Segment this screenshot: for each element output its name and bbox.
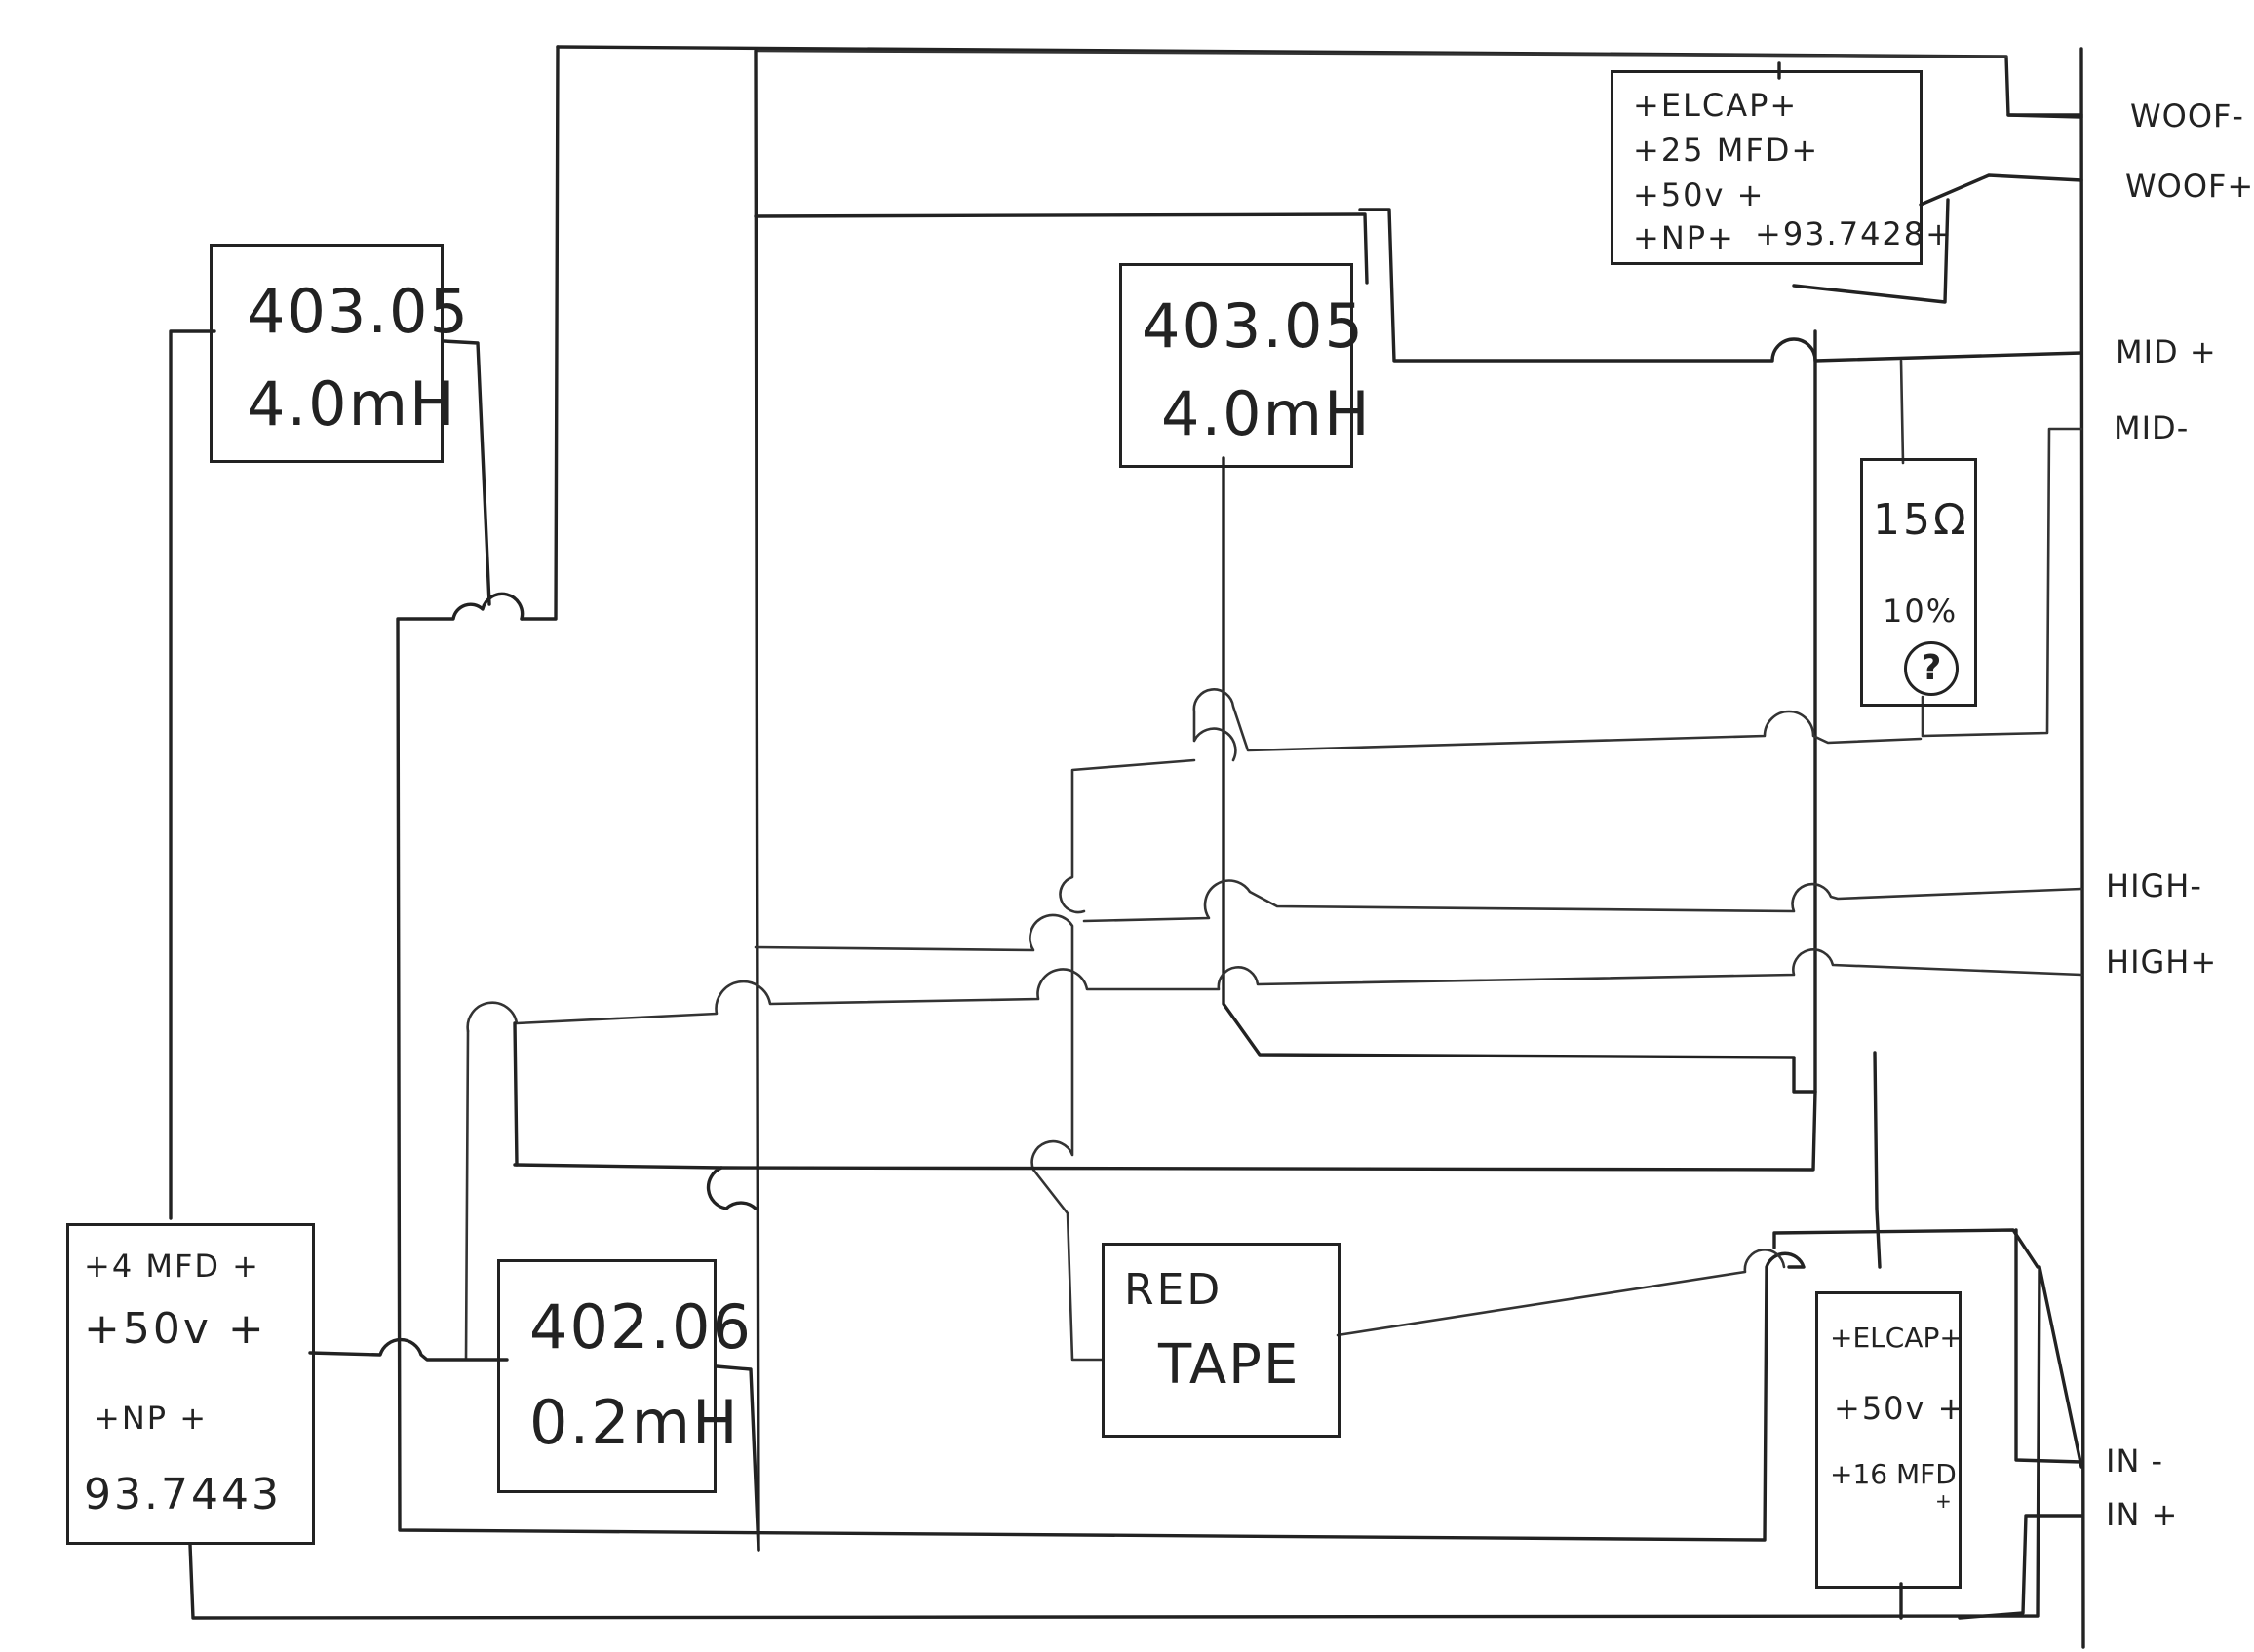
inductor-left-part: 403.05 [247,276,470,347]
capacitor-woofer-part: +93.7428+ [1755,215,1954,252]
inductor-center-part: 403.05 [1142,290,1365,362]
high-neg-wire [1059,758,1196,914]
capacitor-woofer-capacitance: +25 MFD+ [1633,132,1820,169]
terminal-in-neg: IN - [2106,1442,2164,1479]
capacitor-input-mark: + [1935,1489,1954,1513]
inductor-left: 403.05 4.0mH [210,244,468,463]
high-pos-wire [466,948,2083,1033]
terminal-in-pos: IN + [2106,1496,2179,1533]
resistor: 15Ω 10% ? [1860,458,1977,707]
red-tape-line2: TAPE [1158,1333,1301,1397]
capacitor-input-type: +ELCAP+ [1830,1322,1963,1354]
terminal-high-pos: HIGH+ [2106,943,2218,980]
capacitor-woofer: +ELCAP+ +25 MFD+ +50v + +NP+ +93.7428+ [1611,70,1952,265]
in-pos-wire [1958,1514,2083,1620]
woof-pos-wire [1919,173,2083,207]
center-left-vertical [754,49,760,1552]
middle-bus [513,1163,758,1210]
capacitor-left-voltage: +50v + [84,1304,267,1354]
capacitor-woofer-np: +NP+ [1633,219,1735,256]
capacitor-left-capacitance: +4 MFD + [84,1248,260,1285]
left-cap-to-inductor [308,1337,509,1362]
terminal-woof-pos: WOOF+ [2125,168,2254,205]
terminal-woof-neg: WOOF- [2130,97,2244,134]
capacitor-input-voltage: +50v + [1834,1390,1966,1427]
resistor-tolerance: 10% [1883,593,1959,630]
red-tape-line1: RED [1124,1265,1224,1315]
inductor-bottom-value: 0.2mH [529,1387,740,1458]
bottom-return [188,1265,2083,1620]
capacitor-woofer-voltage: +50v + [1633,176,1766,213]
left-inductor-right-lead [442,339,491,606]
terminal-high-neg: HIGH- [2106,867,2202,904]
question-mark-icon: ? [1904,641,1959,696]
resistor-value: 15Ω [1873,495,1969,545]
terminal-mid-neg: MID- [2114,409,2190,446]
inductor-bottom: 402.06 0.2mH [497,1259,751,1493]
capacitor-input-capacitance: +16 MFD [1830,1458,1957,1490]
capacitor-left-part: 93.7443 [84,1470,282,1519]
inductor-center: 403.05 4.0mH [1119,263,1370,468]
inductor-left-value: 4.0mH [247,368,457,440]
top-left-drop [520,45,560,621]
capacitor-left-np: +NP + [94,1400,209,1437]
inductor-center-value: 4.0mH [1161,378,1372,449]
capacitor-woofer-type: +ELCAP+ [1633,87,1799,124]
red-tape-component: RED TAPE [1102,1243,1341,1438]
terminal-mid-pos: MID + [2116,333,2217,370]
left-inductor-left-lead [169,329,216,1220]
in-neg-wire [2014,1228,2083,1464]
inductor-bottom-part: 402.06 [529,1291,753,1363]
capacitor-input: +ELCAP+ +50v + +16 MFD + [1815,1291,1966,1589]
capacitor-left: +4 MFD + +50v + +NP + 93.7443 [66,1223,315,1545]
right-rail [2079,47,2085,1649]
